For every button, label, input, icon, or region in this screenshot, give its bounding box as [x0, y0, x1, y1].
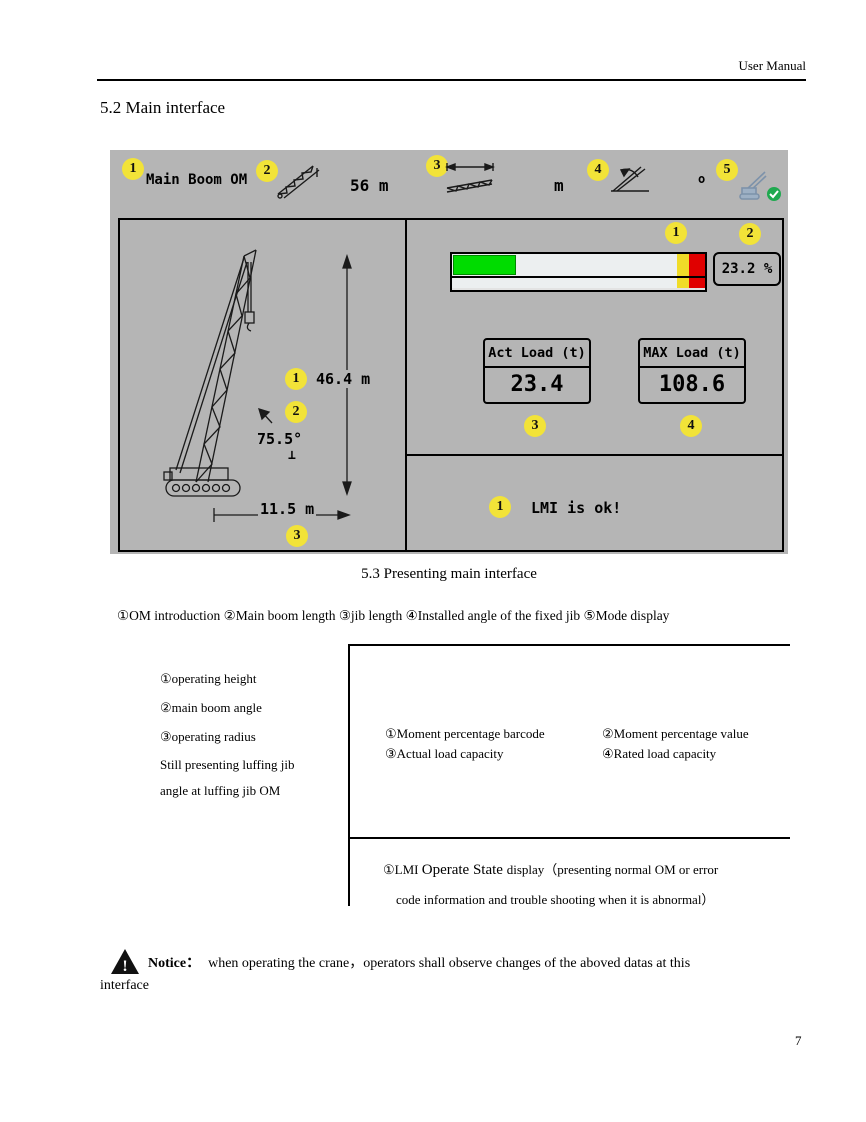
main-boom-icon — [277, 165, 320, 199]
actual-load-box: Act Load (t) 23.4 — [483, 338, 591, 404]
jib-length-unit: m — [554, 176, 564, 195]
moment-strip-red-zone — [689, 278, 705, 288]
notice-label: Notice： — [148, 955, 201, 971]
left-item-luffing-note-2: angle at luffing jib OM — [160, 783, 281, 798]
moment-bar-strip — [452, 278, 705, 288]
moment-bar-main — [452, 254, 705, 278]
panel-divider-vertical — [405, 220, 407, 550]
actual-load-value: 23.4 — [510, 372, 564, 397]
mode-ok-check-icon — [767, 187, 781, 201]
boom-length-value: 56 m — [350, 176, 389, 195]
lmi-display-screenshot: 1 Main Boom OM 2 56 m 3 — [110, 150, 788, 554]
moment-badge-2: 2 — [739, 223, 761, 245]
crane-badge-2: 2 — [285, 401, 307, 423]
left-item-operating-height: ①operating height — [160, 671, 257, 686]
jib-angle-icon — [611, 166, 649, 192]
load-badge-4: 4 — [680, 415, 702, 437]
jib-angle-unit: o — [698, 172, 706, 186]
operating-height-value: 46.4 m — [314, 370, 373, 388]
left-item-luffing-note-1: Still presenting luffing jib — [160, 757, 295, 772]
lmi-line1-rest: display（presenting normal OM or error — [506, 862, 719, 877]
table-middle-rule — [348, 837, 790, 839]
display-main-area: 1 46.4 m 2 75.5° ⊥ 11.5 m 3 1 2 — [118, 218, 784, 552]
crane-diagram-panel: 1 46.4 m 2 75.5° ⊥ 11.5 m 3 — [120, 220, 405, 550]
cell-lmi-line2: code information and trouble shooting wh… — [396, 892, 715, 907]
actual-load-label: Act Load (t) — [485, 340, 589, 368]
notice-line1: ! Notice： when operating the crane，opera… — [110, 948, 690, 975]
mode-display-icon — [739, 171, 781, 201]
topbar-badge-1: 1 — [122, 158, 144, 180]
topbar-badge-3: 3 — [426, 155, 448, 177]
topbar-badge-5: 5 — [716, 159, 738, 181]
cell-lmi-line1: ①LMI Operate State display（presenting no… — [383, 859, 718, 879]
moment-bar-yellow-zone — [677, 254, 689, 276]
page-number: 7 — [795, 1033, 802, 1048]
moment-percentage-value: 23.2 % — [713, 252, 781, 286]
status-badge-1: 1 — [489, 496, 511, 518]
lmi-line1-state: Operate State — [421, 862, 507, 878]
left-item-operating-radius: ③operating radius — [160, 729, 256, 744]
table-top-rule — [348, 644, 790, 646]
notice-text-line2: interface — [100, 978, 149, 993]
cell-moment-barcode: ①Moment percentage barcode — [385, 726, 545, 741]
moment-bar-green-fill — [453, 255, 517, 275]
moment-strip-yellow-zone — [677, 278, 689, 288]
cell-moment-value: ②Moment percentage value — [602, 726, 749, 741]
boom-angle-value: 75.5° — [255, 430, 305, 448]
figure-caption: 5.3 Presenting main interface — [361, 566, 537, 582]
operating-radius-value: 11.5 m — [258, 500, 317, 518]
topbar-badge-4: 4 — [587, 159, 609, 181]
topbar-badge-2: 2 — [256, 160, 278, 182]
perpendicular-symbol: ⊥ — [288, 448, 296, 463]
panel-divider-horizontal — [407, 454, 782, 456]
moment-badge-1: 1 — [665, 222, 687, 244]
warning-exclamation: ! — [122, 958, 127, 975]
warning-icon: ! — [111, 949, 139, 975]
max-load-label: MAX Load (t) — [640, 340, 744, 368]
om-mode-label: Main Boom OM — [146, 172, 248, 188]
moment-bar-red-zone — [689, 254, 705, 276]
lmi-line1-prefix: ①LMI — [383, 862, 422, 877]
crane-badge-1: 1 — [285, 368, 307, 390]
max-load-box: MAX Load (t) 108.6 — [638, 338, 746, 404]
cell-actual-load: ③Actual load capacity — [385, 746, 504, 761]
crane-badge-3: 3 — [286, 525, 308, 547]
table-vertical-rule — [348, 644, 350, 906]
topbar-legend: ①OM introduction ②Main boom length ③jib … — [117, 608, 670, 623]
jib-length-icon — [445, 162, 495, 193]
header-title: User Manual — [738, 58, 806, 73]
lmi-status-text: LMI is ok! — [531, 499, 622, 517]
max-load-value: 108.6 — [658, 372, 726, 397]
cell-rated-load: ④Rated load capacity — [602, 746, 717, 761]
header-rule — [97, 79, 806, 81]
section-title: 5.2 Main interface — [100, 98, 226, 117]
load-badge-3: 3 — [524, 415, 546, 437]
moment-percentage-barcode — [450, 252, 707, 292]
left-item-main-boom-angle: ②main boom angle — [160, 700, 262, 715]
notice-text-line1: when operating the crane，operators shall… — [208, 955, 691, 971]
